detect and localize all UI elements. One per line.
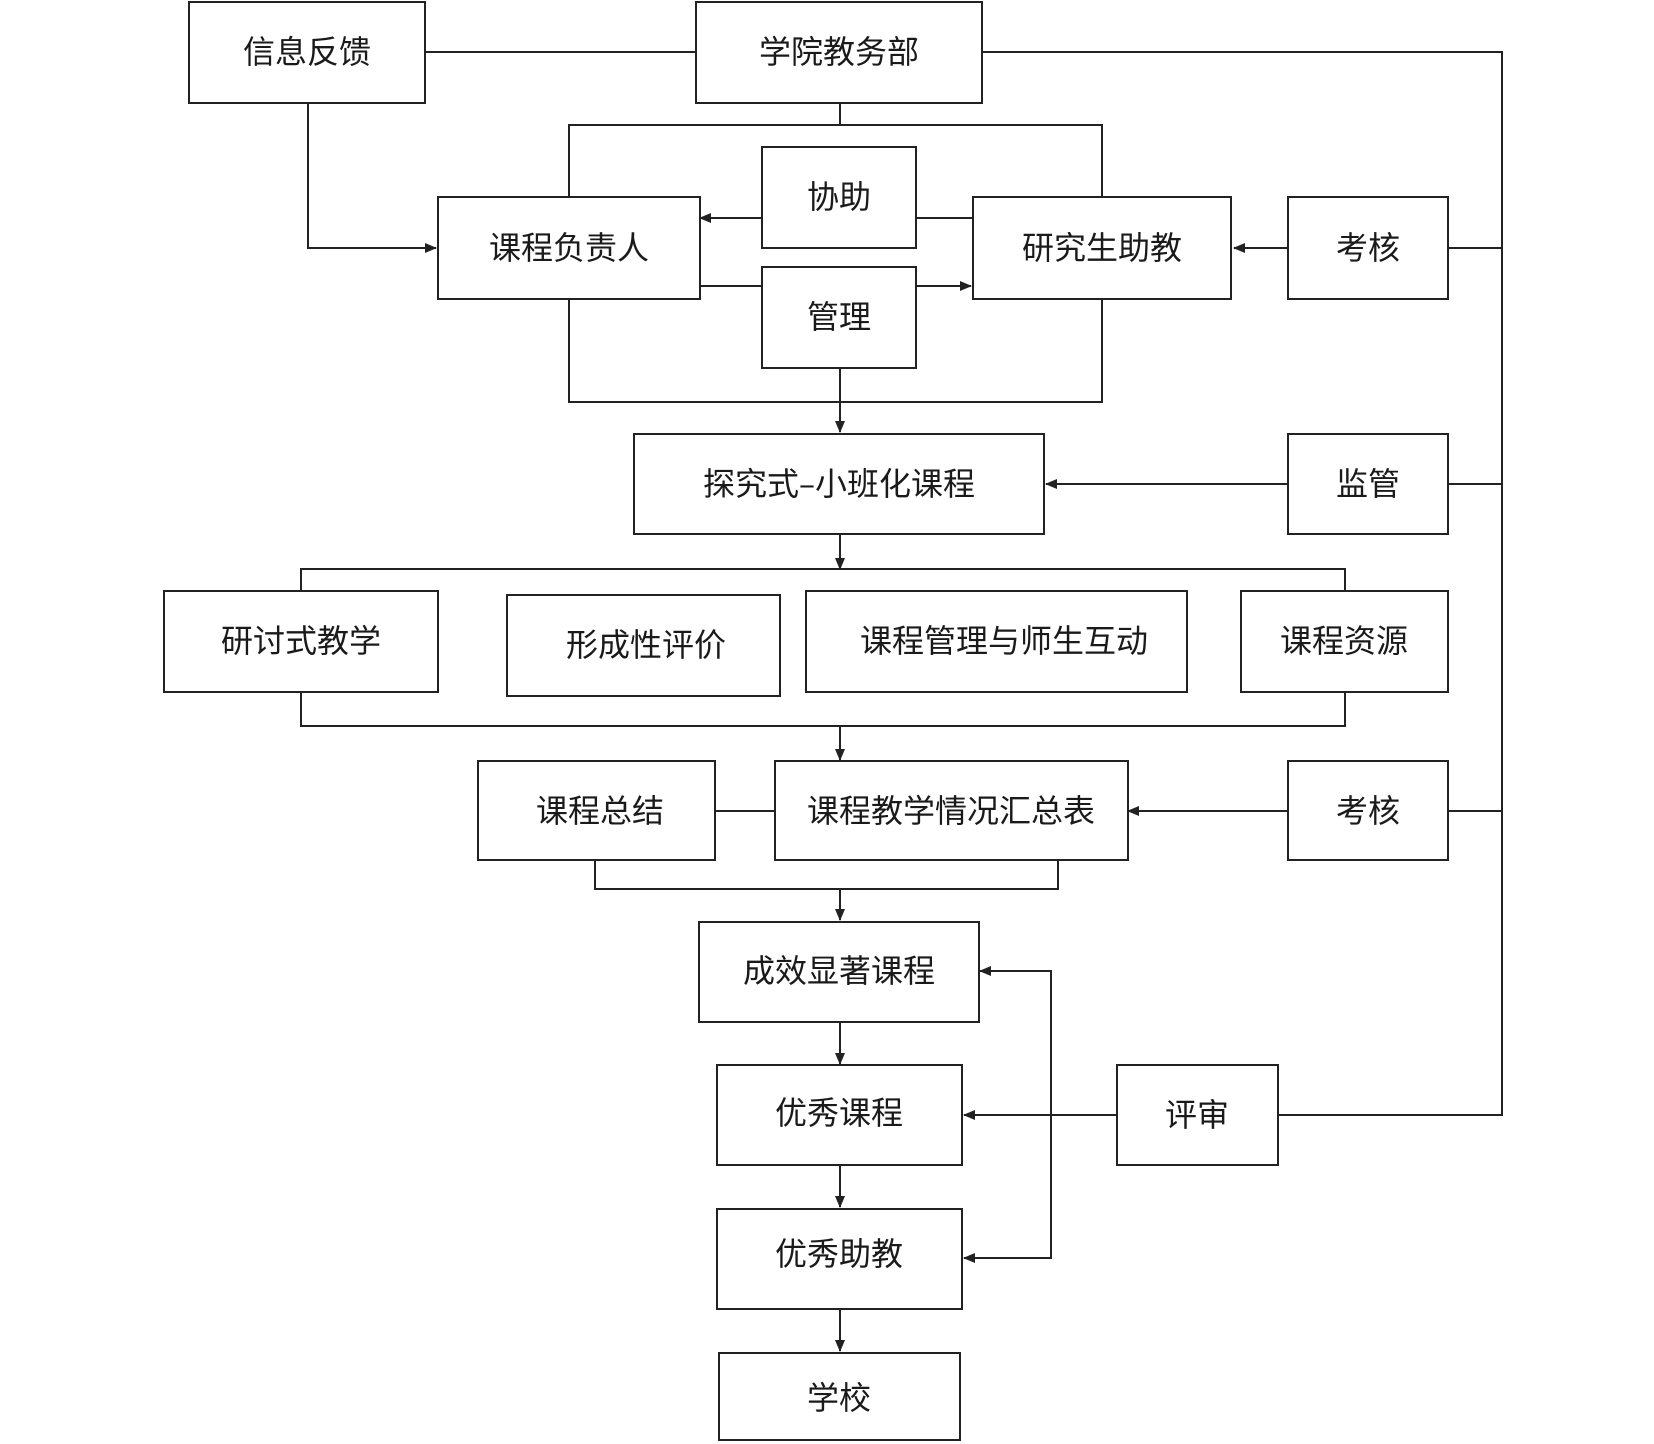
node-excellent-ta: 优秀助教 bbox=[716, 1208, 963, 1310]
node-info-feedback: 信息反馈 bbox=[188, 1, 426, 104]
node-formative-eval: 形成性评价 bbox=[506, 594, 781, 697]
node-course-summary: 课程总结 bbox=[477, 760, 716, 861]
connector-four-bottom bbox=[300, 692, 1346, 727]
connector-right-rail bbox=[982, 51, 1503, 1116]
node-review: 评审 bbox=[1116, 1064, 1279, 1166]
node-effective-course: 成效显著课程 bbox=[698, 921, 980, 1023]
arrow-feedback-to-leader bbox=[307, 103, 437, 253]
node-course-mgmt-interaction-label: 课程管理与师生互动 bbox=[860, 622, 1148, 660]
arrow-review-to-excellent-ta bbox=[963, 1115, 1052, 1263]
node-grad-ta: 研究生助教 bbox=[972, 196, 1232, 300]
node-course-resources-label: 课程资源 bbox=[1280, 622, 1408, 660]
connector-four-top bbox=[300, 568, 1346, 591]
node-assess-mid: 考核 bbox=[1287, 760, 1449, 861]
connector-summary-bracket bbox=[594, 860, 1059, 890]
node-assess-top-label: 考核 bbox=[1336, 229, 1400, 267]
node-course-resources: 课程资源 bbox=[1240, 590, 1449, 693]
node-course-leader: 课程负责人 bbox=[437, 196, 701, 300]
node-inquiry-course: 探究式–小班化课程 bbox=[633, 433, 1045, 535]
node-inquiry-course-label: 探究式–小班化课程 bbox=[703, 465, 975, 503]
node-assess-mid-label: 考核 bbox=[1336, 792, 1400, 830]
node-assist-label: 协助 bbox=[807, 178, 871, 216]
node-teaching-summary-table: 课程教学情况汇总表 bbox=[774, 760, 1129, 861]
node-course-mgmt-interaction: 课程管理与师生互动 bbox=[805, 590, 1188, 693]
node-grad-ta-label: 研究生助教 bbox=[1022, 229, 1182, 267]
connectors bbox=[300, 51, 1503, 1352]
connector-bottom-bracket bbox=[568, 299, 1103, 403]
node-course-summary-label: 课程总结 bbox=[536, 792, 664, 830]
node-assess-top: 考核 bbox=[1287, 196, 1449, 300]
node-teaching-summary-table-label: 课程教学情况汇总表 bbox=[807, 792, 1095, 830]
node-assist: 协助 bbox=[761, 146, 917, 249]
node-supervise-label: 监管 bbox=[1336, 465, 1400, 503]
arrow-review-to-effective bbox=[979, 966, 1052, 1115]
node-seminar-teaching: 研讨式教学 bbox=[163, 590, 439, 693]
node-excellent-course: 优秀课程 bbox=[716, 1064, 963, 1166]
node-academic-affairs: 学院教务部 bbox=[695, 1, 983, 104]
node-formative-eval-label: 形成性评价 bbox=[566, 626, 726, 664]
node-school: 学校 bbox=[718, 1352, 961, 1441]
node-manage: 管理 bbox=[761, 266, 917, 369]
node-school-label: 学校 bbox=[807, 1379, 871, 1417]
node-info-feedback-label: 信息反馈 bbox=[243, 33, 371, 71]
node-review-label: 评审 bbox=[1165, 1096, 1229, 1134]
node-effective-course-label: 成效显著课程 bbox=[743, 952, 935, 990]
node-excellent-ta-label: 优秀助教 bbox=[775, 1235, 903, 1273]
node-supervise: 监管 bbox=[1287, 433, 1449, 535]
connector-top-bracket bbox=[568, 124, 1103, 197]
node-course-leader-label: 课程负责人 bbox=[489, 229, 649, 267]
node-seminar-teaching-label: 研讨式教学 bbox=[221, 622, 381, 660]
node-manage-label: 管理 bbox=[807, 298, 871, 336]
node-academic-affairs-label: 学院教务部 bbox=[759, 33, 919, 71]
node-excellent-course-label: 优秀课程 bbox=[775, 1094, 903, 1132]
